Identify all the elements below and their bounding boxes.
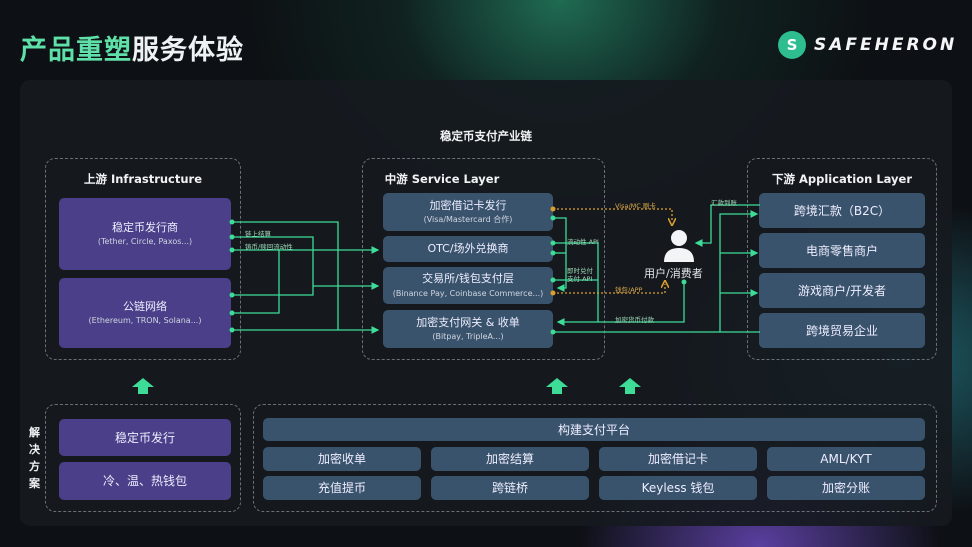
label-visa: Visa/MC 刷卡	[615, 202, 656, 210]
arrow-up-icon	[132, 378, 154, 394]
mid-gateway: 加密支付网关 & 收单 (Bitpay, TripleA...)	[383, 310, 553, 348]
logo-icon: S	[778, 31, 806, 59]
arrow-up-icon	[619, 378, 641, 394]
diagram-title: 稳定币支付产业链	[440, 129, 532, 143]
down-gaming: 游戏商户/开发者	[759, 273, 925, 308]
midstream-group	[362, 158, 605, 360]
down-remittance: 跨境汇款（B2C）	[759, 193, 925, 228]
solutions-label: 解决方案	[29, 426, 40, 490]
upstream-issuer: 稳定币发行商 (Tether, Circle, Paxos...)	[59, 198, 231, 270]
platform-item: 加密收单	[263, 447, 421, 471]
solution-wallets: 冷、温、热钱包	[59, 462, 231, 500]
box-title: 交易所/钱包支付层	[422, 272, 514, 286]
downstream-header: 下游 Application Layer	[771, 172, 913, 186]
down-trade: 跨境贸易企业	[759, 313, 925, 348]
solutions-platform-group	[253, 404, 937, 512]
box-title: 加密借记卡发行	[429, 198, 507, 212]
label-liquidity-api: 流动性 API	[567, 238, 599, 246]
box-title: 加密支付网关 & 收单	[416, 315, 520, 329]
box-title: 公链网络	[123, 299, 167, 313]
box-sub: (Bitpay, TripleA...)	[432, 332, 504, 342]
downstream-group	[747, 158, 937, 360]
solution-issuance: 稳定币发行	[59, 419, 231, 456]
label-mint: 铸币/赎回流动性	[245, 243, 293, 251]
arrow-up-icon	[546, 378, 568, 394]
label-crypto-pay: 加密货币付款	[615, 316, 654, 324]
user-icon	[664, 230, 694, 262]
platform-item: 跨链桥	[431, 476, 589, 500]
user-label: 用户/消费者	[644, 267, 703, 280]
down-ecommerce: 电商零售商户	[759, 233, 925, 268]
label-instant: 即时兑付	[567, 267, 593, 275]
upstream-group	[45, 158, 241, 360]
box-sub: (Binance Pay, Coinbase Commerce...)	[392, 288, 544, 298]
mid-card-issuing: 加密借记卡发行 (Visa/Mastercard 合作)	[383, 193, 553, 231]
page-title: 产品重塑服务体验	[20, 35, 244, 66]
platform-item: 充值提币	[263, 476, 421, 500]
platform-item: AML/KYT	[767, 447, 925, 471]
upstream-chain: 公链网络 (Ethereum, TRON, Solana...)	[59, 278, 231, 348]
platform-item: 加密结算	[431, 447, 589, 471]
box-sub: (Tether, Circle, Paxos...)	[97, 237, 193, 247]
label-payment-api: 支付 API	[567, 275, 593, 283]
upstream-header: 上游 Infrastructure	[83, 172, 203, 186]
label-wallet: 钱包/APP	[615, 286, 643, 294]
platform-bar: 构建支付平台	[263, 418, 925, 441]
platform-item: Keyless 钱包	[599, 476, 757, 500]
mid-otc: OTC/场外兑换商	[383, 236, 553, 262]
platform-item: 加密分账	[767, 476, 925, 500]
box-title: 稳定币发行商	[112, 220, 178, 234]
box-title: OTC/场外兑换商	[427, 241, 509, 255]
box-sub: (Visa/Mastercard 合作)	[423, 215, 513, 225]
solutions-left-group	[45, 404, 241, 512]
box-sub: (Ethereum, TRON, Solana...)	[88, 316, 202, 326]
label-remit: 汇款到账	[711, 199, 737, 207]
label-onchain: 链上结算	[245, 230, 271, 238]
mid-exchange: 交易所/钱包支付层 (Binance Pay, Coinbase Commerce…	[383, 267, 553, 304]
midstream-header: 中游 Service Layer	[384, 172, 500, 186]
platform-item: 加密借记卡	[599, 447, 757, 471]
